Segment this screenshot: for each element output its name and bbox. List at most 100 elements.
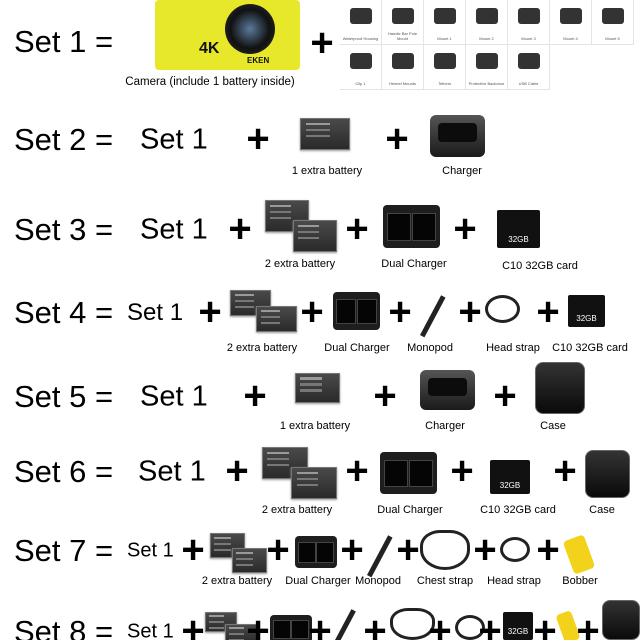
item-caption: 2 extra battery xyxy=(261,504,333,516)
plus-sign: + xyxy=(340,528,364,573)
plus-sign: + xyxy=(473,528,497,573)
chest-strap-icon xyxy=(390,608,435,640)
battery-icon xyxy=(295,373,340,403)
dual-charger-icon xyxy=(380,452,437,494)
battery-icon xyxy=(265,200,309,232)
camera-badge: 4K xyxy=(199,40,220,57)
plus-sign: + xyxy=(396,528,420,573)
item-caption: Head strap xyxy=(486,342,540,354)
set-label: Set 2 = xyxy=(14,122,114,157)
set-1-label: Set 1 = xyxy=(14,24,114,59)
base-set-label: Set 1 xyxy=(140,380,208,413)
plus-sign: + xyxy=(181,609,205,640)
accessory-item: Helmet Mounts xyxy=(382,45,424,90)
plus-sign: + xyxy=(181,528,205,573)
plus-sign: + xyxy=(363,609,387,640)
dual-charger-icon xyxy=(383,205,440,248)
accessory-item: Tethers xyxy=(424,45,466,90)
plus-sign: + xyxy=(345,207,369,252)
plus-sign: + xyxy=(428,609,452,640)
item-caption: Monopod xyxy=(407,342,453,354)
chest-strap-icon xyxy=(420,530,470,570)
accessory-item: Mount 3 xyxy=(508,0,550,45)
item-caption: Dual Charger xyxy=(285,575,351,587)
accessory-label: Mount 1 xyxy=(437,36,452,41)
plus-sign: + xyxy=(225,449,249,494)
accessory-icon xyxy=(433,8,456,24)
item-caption: 1 extra battery xyxy=(291,165,363,177)
plus-sign: + xyxy=(243,374,267,419)
plus-sign: + xyxy=(300,290,324,335)
accessory-icon xyxy=(517,53,540,69)
case-icon xyxy=(535,362,585,414)
battery-icon xyxy=(262,447,308,479)
accessory-label: Mount 4 xyxy=(563,36,578,41)
battery-icon xyxy=(232,548,267,573)
dual-charger-icon xyxy=(333,292,380,330)
plus-sign: + xyxy=(246,609,270,640)
plus-sign: + xyxy=(453,207,477,252)
head-strap-icon xyxy=(500,537,530,562)
head-strap-icon xyxy=(485,295,520,323)
set-label: Set 6 = xyxy=(14,454,114,489)
accessory-icon xyxy=(391,8,414,24)
accessory-label: Tethers xyxy=(437,81,452,86)
plus-sign: + xyxy=(478,609,502,640)
plus-sign: + xyxy=(458,290,482,335)
accessory-label: USB Cable xyxy=(518,81,539,86)
item-caption: Case xyxy=(589,504,615,516)
accessory-item: Clip 1 xyxy=(340,45,382,90)
set-label: Set 4 = xyxy=(14,295,114,330)
item-caption: Monopod xyxy=(355,575,401,587)
item-caption: Dual Charger xyxy=(377,504,443,516)
camera-image: 4K EKEN xyxy=(155,0,300,70)
plus-sign: + xyxy=(553,449,577,494)
charger-icon xyxy=(430,115,485,157)
plus-sign: + xyxy=(373,374,397,419)
plus-sign: + xyxy=(308,609,332,640)
base-set-label: Set 1 xyxy=(140,213,208,246)
plus-sign: + xyxy=(385,117,409,162)
head-strap-icon xyxy=(455,615,485,640)
accessory-label: Helmet Mounts xyxy=(389,81,416,86)
set-label: Set 7 = xyxy=(14,533,114,568)
item-caption: Bobber xyxy=(562,575,598,587)
accessory-label: Protective Backdoor xyxy=(468,81,505,86)
case-icon xyxy=(602,600,640,640)
charger-icon xyxy=(420,370,475,410)
battery-icon xyxy=(256,306,297,332)
camera-caption: Camera (include 1 battery inside) xyxy=(125,76,295,88)
plus-sign: + xyxy=(388,290,412,335)
case-icon xyxy=(585,450,630,498)
plus-sign: + xyxy=(345,449,369,494)
set-label: Set 3 = xyxy=(14,212,114,247)
sd-card-icon xyxy=(568,295,605,327)
accessory-icon xyxy=(559,8,582,24)
accessory-icon xyxy=(391,53,414,69)
plus-sign: + xyxy=(228,207,252,252)
accessory-item: Mount 2 xyxy=(466,0,508,45)
base-set-label: Set 1 xyxy=(127,620,174,640)
accessory-label: Mount 3 xyxy=(521,36,536,41)
item-caption: C10 32GB card xyxy=(480,504,556,516)
item-caption: Charger xyxy=(425,420,465,432)
plus-sign: + xyxy=(493,374,517,419)
accessory-icon xyxy=(349,8,372,24)
plus-sign: + xyxy=(198,290,222,335)
accessory-item: Protective Backdoor xyxy=(466,45,508,90)
plus-sign: + xyxy=(536,528,560,573)
camera-brand: EKEN xyxy=(247,56,270,65)
accessory-item: Handle Bar Pole Mount xyxy=(382,0,424,45)
dual-charger-icon xyxy=(270,615,312,640)
accessory-icon xyxy=(601,8,624,24)
item-caption: 2 extra battery xyxy=(264,258,336,270)
battery-icon xyxy=(225,624,257,640)
